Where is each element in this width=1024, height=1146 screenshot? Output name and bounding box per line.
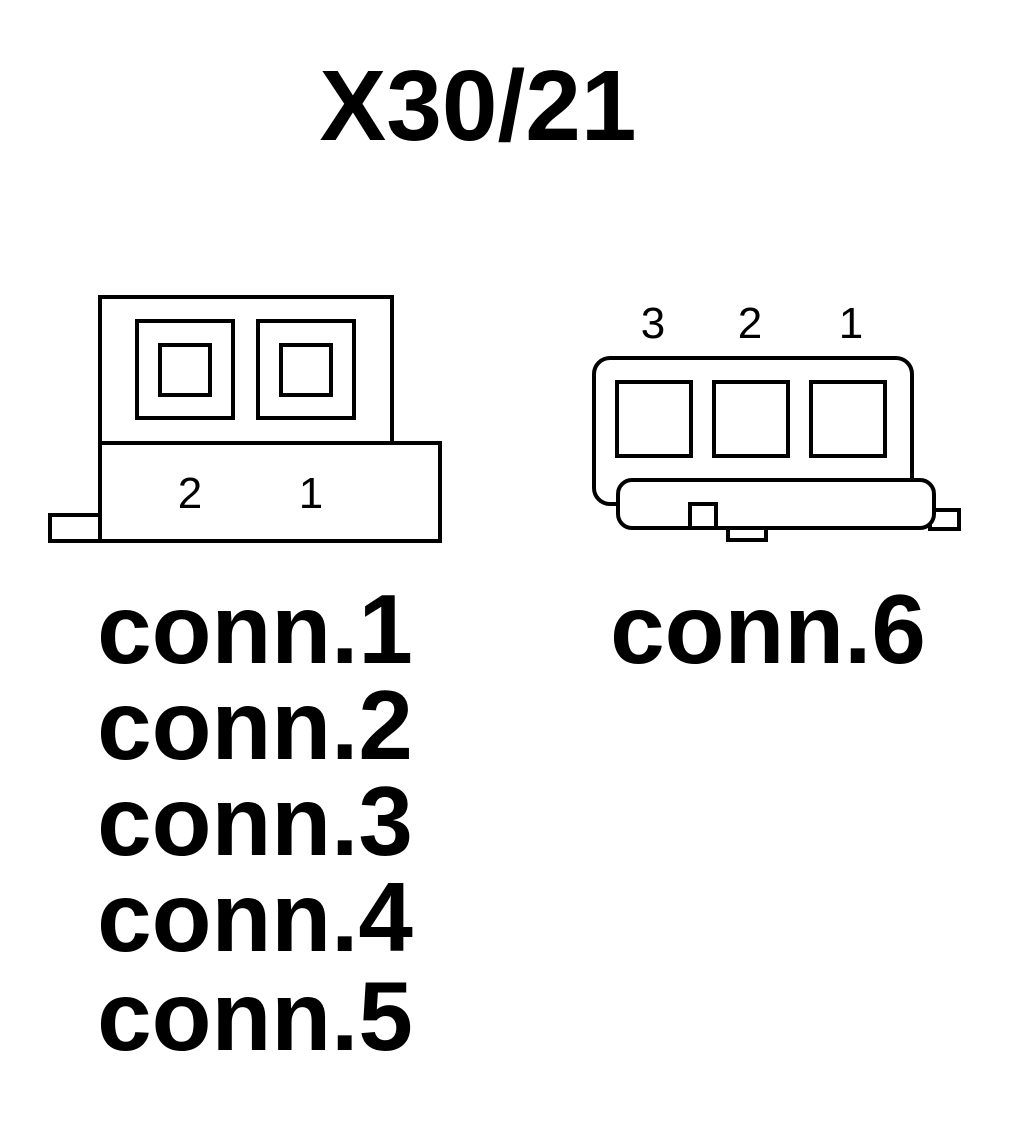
- connector-left-base: [98, 441, 442, 543]
- connector-left-name: conn.4: [97, 862, 413, 972]
- connector-right: 3 2 1: [592, 299, 961, 542]
- connector-left-name: conn.2: [97, 670, 413, 780]
- connector-left-name: conn.1: [97, 574, 413, 684]
- connector-left-name: conn.3: [97, 766, 413, 876]
- connector-right-latch-bar: [616, 478, 936, 530]
- connector-right-socket-2: [712, 380, 790, 458]
- connector-left-pin-label: 1: [299, 469, 323, 518]
- connector-left-socket-2-inner: [158, 343, 212, 397]
- connector-left: 2 1: [48, 295, 442, 543]
- connector-right-socket-1: [809, 380, 887, 458]
- connector-left-pin-label: 2: [178, 469, 202, 518]
- connector-right-pin-label: 2: [738, 299, 762, 348]
- diagram-title: X30/21: [320, 50, 637, 162]
- connector-left-tab: [48, 513, 102, 543]
- connector-right-socket-3: [615, 380, 693, 458]
- connector-right-latch-key: [688, 502, 718, 530]
- connector-left-socket-1-inner: [279, 343, 333, 397]
- connector-right-pin-label: 1: [839, 299, 863, 348]
- connector-right-name: conn.6: [610, 574, 926, 684]
- connector-left-name: conn.5: [97, 961, 413, 1071]
- connector-right-pin-label: 3: [641, 299, 665, 348]
